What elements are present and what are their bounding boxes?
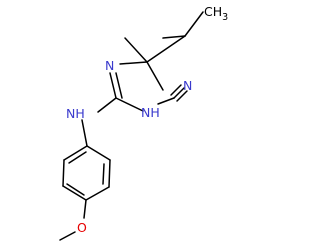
- ring-double-inner-1: [102, 163, 105, 185]
- ring-bond-4: [62, 185, 87, 201]
- bond-nh-cyano: [157, 97, 175, 105]
- structure-canvas: CH3 N NH NH N O: [59, 4, 228, 241]
- ring-double-inner-2: [66, 183, 85, 196]
- ring-bond-3: [85, 186, 110, 201]
- bond-imine-double-a: [109, 72, 117, 99]
- ring-double-inner-3: [68, 151, 87, 164]
- bond-nitrile-2: [170, 84, 182, 96]
- ring-bond-5: [62, 159, 65, 187]
- bond-ethyl-ch2-c: [184, 11, 204, 37]
- bond-quaternary-n: [119, 61, 148, 65]
- ch3-label: CH3: [204, 4, 228, 23]
- ring-bond-2: [108, 159, 111, 188]
- bond-guanidine-nh-right: [115, 97, 144, 112]
- molecule-diagram: CH3 N NH NH N O: [59, 4, 228, 241]
- bond-guanidine-nh-left: [97, 97, 117, 113]
- bond-quaternary-methyl-down: [146, 61, 164, 91]
- bond-nitrile-1: [173, 87, 185, 99]
- nh-left-label: NH: [66, 106, 85, 121]
- bond-nh-ring: [81, 119, 88, 147]
- bond-o-methyl: [59, 231, 76, 241]
- bond-imine-double-b: [115, 72, 123, 99]
- bond-ring-o: [83, 199, 87, 219]
- ring-bond-6: [63, 145, 88, 161]
- methoxy-oxygen-label: O: [77, 220, 87, 235]
- bond-quaternary-ch2: [146, 35, 186, 63]
- bond-ethyl-ch2-ch3: [162, 35, 186, 39]
- imine-nitrogen-label: N: [105, 58, 114, 73]
- ring-bond-1: [86, 145, 111, 161]
- bond-quaternary-methyl-up: [124, 37, 148, 63]
- bond-nitrile-3: [176, 90, 188, 102]
- nh-right-label: NH: [141, 105, 160, 120]
- nitrile-nitrogen-label: N: [183, 78, 192, 93]
